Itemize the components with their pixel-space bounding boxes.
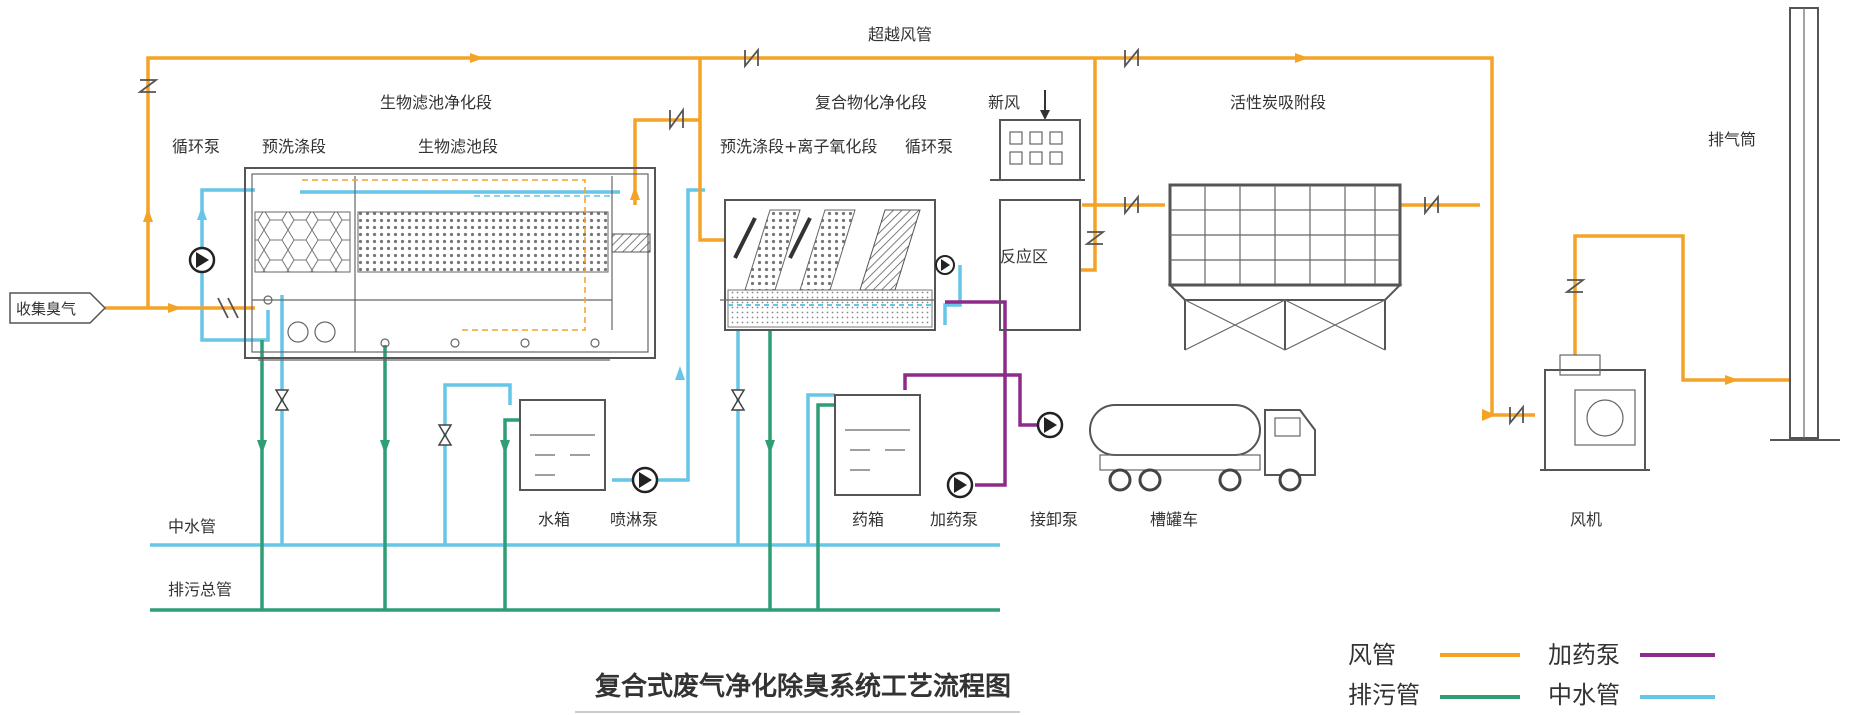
water-tank xyxy=(519,399,606,491)
label-bio-section: 生物滤池净化段 xyxy=(380,93,492,112)
label-bypass-duct: 超越风管 xyxy=(868,25,932,44)
label-stack: 排气筒 xyxy=(1708,130,1756,149)
sewage-pipes xyxy=(150,330,1000,612)
diagram-title: 复合式废气净化除臭系统工艺流程图 xyxy=(595,671,1011,702)
legend: 风管 排污管 加药泵 中水管 xyxy=(1348,641,1715,709)
label-reaction-zone: 反应区 xyxy=(1000,247,1048,266)
chem-scrubber-unit xyxy=(720,90,1085,331)
label-unload-pump: 接卸泵 xyxy=(1030,510,1078,529)
legend-label-dosing: 加药泵 xyxy=(1548,641,1620,669)
biofilter-unit xyxy=(244,167,656,361)
label-chem-section: 复合物化净化段 xyxy=(815,93,927,112)
label-water-main: 中水管 xyxy=(168,517,216,536)
label-sewage-main: 排污总管 xyxy=(168,580,232,599)
dosing-pump-icon xyxy=(946,471,974,499)
label-fresh-air: 新风 xyxy=(988,93,1020,112)
label-carbon-section: 活性炭吸附段 xyxy=(1230,93,1326,112)
label-prewash-ion: 预洗涤段+离子氧化段 xyxy=(720,137,877,156)
exhaust-stack xyxy=(1770,7,1840,441)
legend-label-sewage: 排污管 xyxy=(1348,681,1420,709)
tanker-truck xyxy=(1089,404,1316,492)
label-spray-pump: 喷淋泵 xyxy=(610,510,658,529)
label-collect-gas: 收集臭气 xyxy=(16,300,76,318)
fan-unit xyxy=(1540,354,1650,471)
carbon-adsorber xyxy=(1167,183,1403,351)
label-tanker: 槽罐车 xyxy=(1150,510,1198,529)
valves xyxy=(274,389,746,446)
label-prewash: 预洗涤段 xyxy=(262,137,326,156)
label-circ-pump-left: 循环泵 xyxy=(172,137,220,156)
air-ducts xyxy=(105,56,1790,417)
spray-pump-icon xyxy=(631,466,659,494)
legend-label-air: 风管 xyxy=(1348,641,1396,669)
unload-pump-icon xyxy=(1036,411,1064,439)
label-dosing-pump: 加药泵 xyxy=(930,510,978,529)
label-fan: 风机 xyxy=(1570,510,1602,529)
label-water-tank: 水箱 xyxy=(538,510,570,529)
circulation-pump-left-icon xyxy=(188,246,216,274)
labels: 超越风管 生物滤池净化段 循环泵 预洗涤段 生物滤池段 复合物化净化段 预洗涤段… xyxy=(16,25,1756,599)
pumps xyxy=(188,246,1064,499)
dosing-pipes xyxy=(903,300,1050,487)
collect-gas-inlet xyxy=(9,292,107,324)
circulation-pump-mid-icon xyxy=(935,255,955,275)
flow-arrows xyxy=(143,53,1739,454)
chemical-tank xyxy=(834,394,921,496)
label-chem-tank: 药箱 xyxy=(852,510,884,529)
legend-label-water: 中水管 xyxy=(1548,681,1620,709)
label-circ-pump-mid: 循环泵 xyxy=(905,137,953,156)
label-biofilter: 生物滤池段 xyxy=(418,137,498,156)
duct-break-marks xyxy=(137,47,1586,426)
